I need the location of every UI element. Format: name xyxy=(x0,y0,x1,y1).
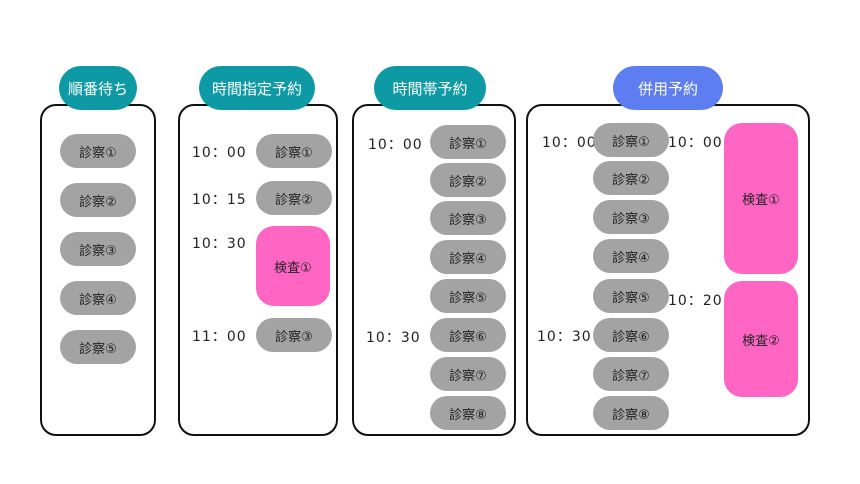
combined-time-left-2: 10：30 xyxy=(537,329,592,345)
order-wait-item-3: 診察③ xyxy=(60,232,136,266)
order-wait-item-2: 診察② xyxy=(60,183,136,217)
time-specified-time-2: 10：15 xyxy=(192,192,247,208)
combined-time-left-1: 10：00 xyxy=(542,135,597,151)
time-specified-item-3: 診察③ xyxy=(256,318,332,352)
header-combined: 併用予約 xyxy=(613,66,723,110)
order-wait-item-1: 診察① xyxy=(60,134,136,168)
combined-item-6: 診察⑥ xyxy=(593,318,669,352)
time-slot-item-4: 診察④ xyxy=(430,240,506,274)
combined-time-right-2: 10：20 xyxy=(668,293,723,309)
order-wait-item-5: 診察⑤ xyxy=(60,330,136,364)
combined-exam-1: 検査① xyxy=(724,123,798,274)
time-specified-time-1: 10：00 xyxy=(192,145,247,161)
time-specified-time-3: 10：30 xyxy=(192,236,247,252)
order-wait-item-4: 診察④ xyxy=(60,281,136,315)
combined-item-5: 診察⑤ xyxy=(593,279,669,313)
combined-item-3: 診察③ xyxy=(593,200,669,234)
time-specified-time-4: 11：00 xyxy=(192,329,247,345)
time-slot-item-6: 診察⑥ xyxy=(430,318,506,352)
time-slot-item-7: 診察⑦ xyxy=(430,357,506,391)
time-slot-item-2: 診察② xyxy=(430,163,506,197)
time-slot-time-2: 10：30 xyxy=(366,330,421,346)
header-order-wait: 順番待ち xyxy=(59,66,137,110)
header-time-specified: 時間指定予約 xyxy=(199,66,315,110)
time-slot-item-5: 診察⑤ xyxy=(430,279,506,313)
combined-item-4: 診察④ xyxy=(593,239,669,273)
time-specified-exam-1: 検査① xyxy=(256,226,330,306)
combined-item-7: 診察⑦ xyxy=(593,357,669,391)
combined-time-right-1: 10：00 xyxy=(668,135,723,151)
time-specified-item-2: 診察② xyxy=(256,181,332,215)
combined-exam-2: 検査② xyxy=(724,281,798,397)
combined-item-8: 診察⑧ xyxy=(593,396,669,430)
time-slot-item-3: 診察③ xyxy=(430,201,506,235)
time-specified-item-1: 診察① xyxy=(256,134,332,168)
time-slot-item-8: 診察⑧ xyxy=(430,396,506,430)
time-slot-item-1: 診察① xyxy=(430,125,506,159)
time-slot-time-1: 10：00 xyxy=(368,137,423,153)
header-time-slot: 時間帯予約 xyxy=(374,66,486,110)
combined-item-1: 診察① xyxy=(593,123,669,157)
combined-item-2: 診察② xyxy=(593,161,669,195)
